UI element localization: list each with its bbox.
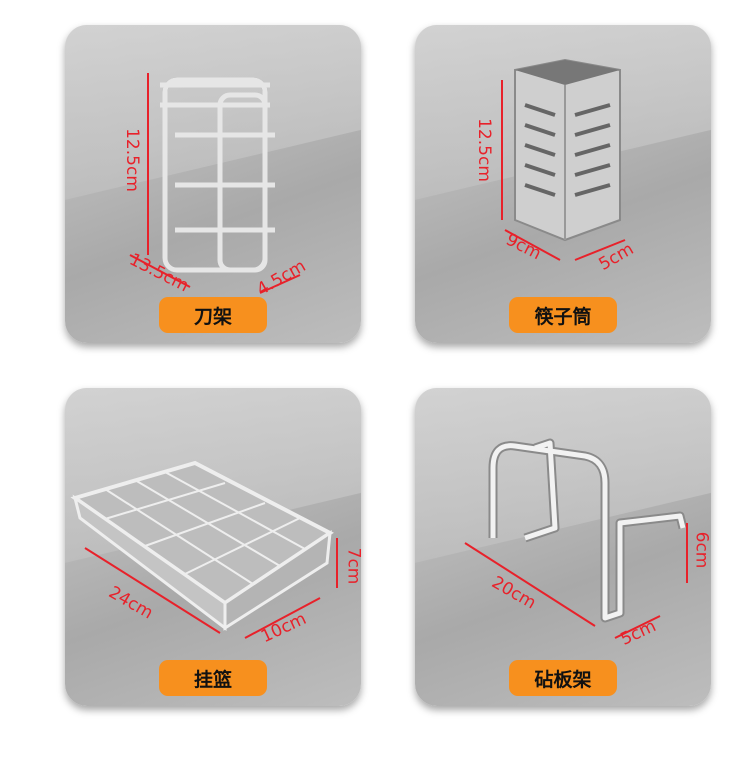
height-dimension: 12.5cm (121, 128, 142, 192)
product-card-hanging-basket: 24cm 10cm 7cm 挂篮 (65, 388, 361, 706)
chopstick-holder-image (501, 58, 626, 261)
product-card-knife-rack: 12.5cm 13.5cm 4.5cm 刀架 (65, 25, 361, 343)
height-dimension: 6cm (691, 531, 711, 569)
product-label: 挂篮 (159, 660, 267, 696)
knife-rack-image (129, 73, 301, 294)
height-dimension: 7cm (343, 547, 361, 585)
product-label: 砧板架 (509, 660, 617, 696)
product-card-chopstick-holder: 12.5cm 9cm 5cm 筷子筒 (415, 25, 711, 343)
hanging-basket-image (70, 460, 338, 639)
height-dimension: 12.5cm (473, 118, 494, 182)
product-card-cutting-board-rack: 20cm 5cm 6cm 砧板架 (415, 388, 711, 706)
product-label: 刀架 (159, 297, 267, 333)
cutting-board-rack-image (464, 438, 688, 639)
product-label: 筷子筒 (509, 297, 617, 333)
